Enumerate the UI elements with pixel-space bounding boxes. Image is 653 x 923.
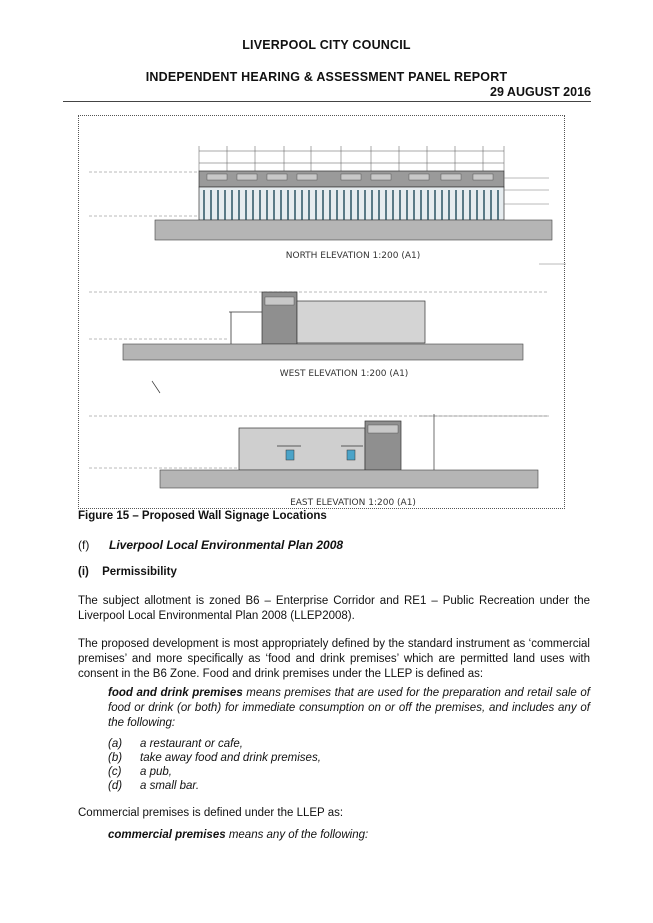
definition-text: means premises that are used for the pre…	[108, 687, 590, 729]
list-item-text: take away food and drink premises,	[140, 752, 321, 764]
list-item-label: (a)	[108, 738, 123, 750]
elevation-svg: NORTH ELEVATION 1:200 (A1) WEST ELEVATIO…	[89, 146, 566, 508]
east-elevation-label: EAST ELEVATION 1:200 (A1)	[290, 498, 416, 508]
section-i-title: Permissibility	[102, 566, 177, 578]
north-elevation	[89, 146, 553, 241]
west-elevation	[89, 263, 566, 361]
paragraph-zoning: The subject allotment is zoned B6 – Ente…	[78, 595, 590, 622]
list-item-text: a pub,	[140, 766, 172, 778]
elevation-drawing: NORTH ELEVATION 1:200 (A1) WEST ELEVATIO…	[78, 115, 566, 509]
section-i-heading: (i) Permissibility	[78, 566, 177, 578]
section-f-number: (f)	[78, 538, 90, 552]
east-elevation	[89, 414, 549, 489]
section-f-heading: (f) Liverpool Local Environmental Plan 2…	[78, 538, 343, 552]
header-rule	[63, 101, 591, 102]
list-item-text: a small bar.	[140, 780, 200, 792]
list-item-label: (c)	[108, 766, 122, 778]
paragraph-definition-intro: The proposed development is most appropr…	[78, 638, 590, 680]
report-date: 29 AUGUST 2016	[490, 85, 591, 99]
section-i-number: (i)	[78, 566, 89, 578]
paragraph-commercial-intro: Commercial premises is defined under the…	[78, 807, 344, 819]
list-item-label: (d)	[108, 780, 123, 792]
list-item-text: a restaurant or cafe,	[140, 738, 243, 750]
figure-caption: Figure 15 – Proposed Wall Signage Locati…	[78, 510, 327, 522]
report-title: INDEPENDENT HEARING & ASSESSMENT PANEL R…	[145, 70, 508, 84]
definition-text: means any of the following:	[225, 829, 369, 841]
definition-food-and-drink: food and drink premises means premises t…	[108, 686, 590, 731]
definition-term: commercial premises	[108, 829, 226, 841]
section-f-title: Liverpool Local Environmental Plan 2008	[109, 538, 344, 552]
council-name: LIVERPOOL CITY COUNCIL	[242, 38, 411, 52]
north-elevation-label: NORTH ELEVATION 1:200 (A1)	[286, 251, 421, 261]
definition-commercial-premises: commercial premises means any of the fol…	[108, 829, 368, 841]
west-elevation-label: WEST ELEVATION 1:200 (A1)	[280, 369, 409, 379]
definition-term: food and drink premises	[108, 687, 243, 699]
list-item-label: (b)	[108, 752, 123, 764]
